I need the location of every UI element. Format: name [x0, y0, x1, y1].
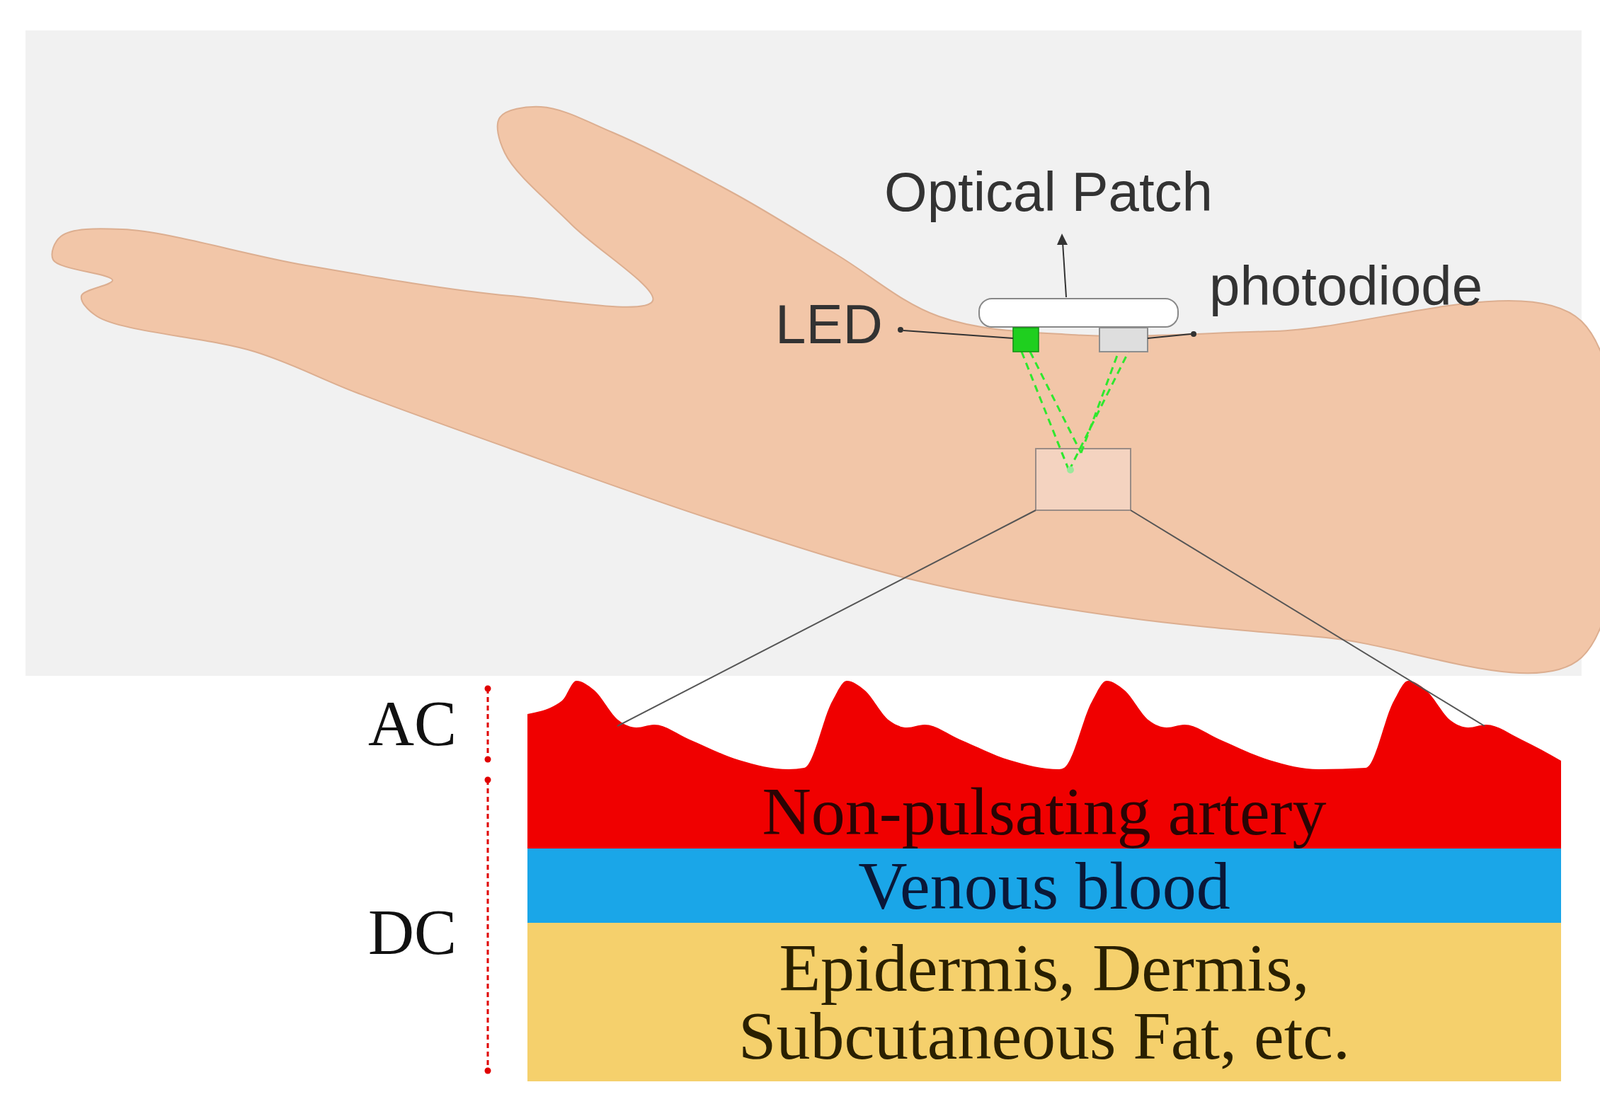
leader-line: [1147, 334, 1191, 339]
pulsatile-wave: [527, 681, 1562, 779]
light-ray: [1081, 351, 1119, 454]
signal-label: AC: [368, 692, 457, 757]
zoom-box: [1035, 448, 1131, 511]
bracket-dot: [484, 777, 492, 784]
photodiode-symbol: [1099, 327, 1148, 352]
light-ray: [1021, 351, 1070, 471]
part-label: Optical Patch: [884, 164, 1213, 220]
optical-patch: [979, 298, 1179, 328]
tissue-layer: Epidermis, Dermis, Subcutaneous Fat, etc…: [527, 923, 1562, 1082]
leader-line: [1062, 242, 1067, 298]
zoom-line: [617, 510, 1036, 727]
bracket-dot: [484, 1068, 492, 1075]
layer-label: Venous blood: [858, 852, 1230, 921]
leader-dot: [1190, 331, 1197, 337]
bracket-dot: [484, 686, 492, 693]
layer-label: Non-pulsating artery: [761, 778, 1327, 847]
leader-arrowhead: [1056, 233, 1068, 245]
light-path: [1021, 351, 1129, 471]
led-symbol: [1013, 327, 1039, 352]
leader-dot: [897, 327, 904, 333]
bracket-line: [487, 688, 490, 760]
bracket-ends: [484, 686, 492, 1075]
leader-line: [903, 330, 1014, 339]
tissue-layer: Venous blood: [527, 848, 1562, 924]
light-ray: [1030, 351, 1082, 454]
part-label: LED: [775, 296, 883, 352]
bracket-line: [487, 780, 490, 1072]
hand-arm: [52, 106, 1600, 674]
part-label: photodiode: [1209, 258, 1483, 314]
bracket: [487, 688, 490, 1072]
layer-label: Epidermis, Dermis, Subcutaneous Fat, etc…: [654, 934, 1434, 1071]
bracket-dot: [484, 756, 492, 764]
light-spot: [1066, 466, 1074, 474]
signal-label: DC: [368, 901, 457, 965]
zoom-line: [1130, 510, 1485, 727]
light-ray: [1069, 351, 1129, 471]
tissue-layer: Non-pulsating artery: [527, 775, 1562, 849]
